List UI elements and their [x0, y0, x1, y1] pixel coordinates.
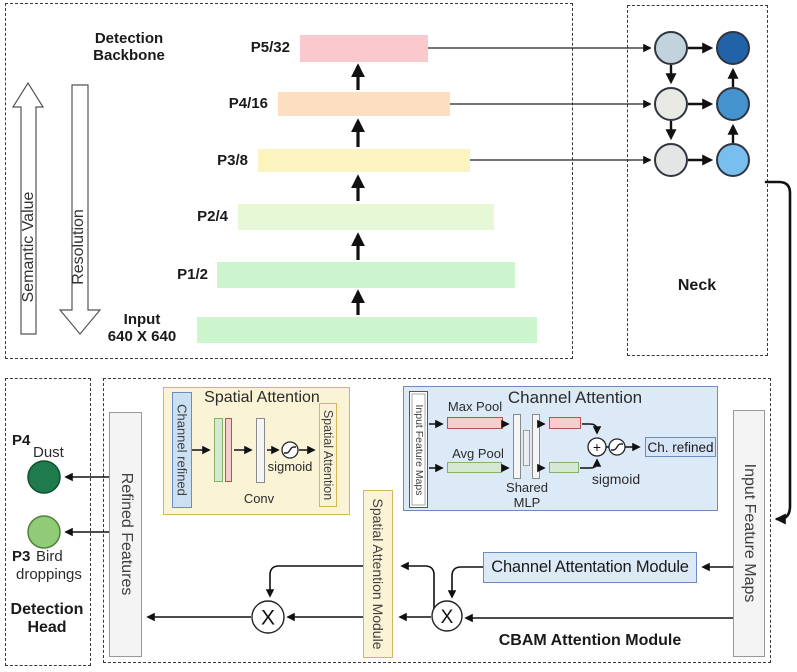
pyramid-bar-p3 [258, 149, 470, 172]
pyramid-label-p3: P3/8 [217, 152, 248, 169]
neck-node-mid-right [716, 87, 750, 121]
sigmoid-glyph-channel [611, 443, 623, 451]
pyramid-bar-p1 [217, 262, 515, 288]
detection-head-title-line2: Head [27, 618, 67, 636]
mlp-bar-mid [523, 430, 530, 466]
avg-pool-label: Avg Pool [452, 446, 504, 461]
channel-attention-module-box [483, 552, 697, 583]
resolution-arrow [58, 84, 102, 335]
spatial-conv-green-bar [214, 418, 223, 482]
detection-head-title-line1: Detection [10, 601, 84, 618]
neck-node-bot-right [716, 143, 750, 177]
neck-to-cbam-connector [764, 180, 792, 525]
backbone-title: Detection Backbone [86, 30, 172, 65]
neck-nodes [654, 31, 750, 177]
shared-mlp-label: Shared MLP [498, 480, 556, 510]
p4-dust-circle [27, 460, 61, 494]
mlp-bar-left [513, 414, 521, 479]
neck-panel [627, 5, 768, 356]
max-pool-label: Max Pool [447, 399, 503, 414]
spatial-attention-output-label: Spatial Attention [321, 409, 335, 501]
sigmoid-label-spatial: sigmoid [267, 459, 313, 474]
resolution-label: Resolution [70, 209, 87, 285]
shared-mlp-line2: MLP [513, 494, 541, 510]
multiply-glyph-right: X [441, 607, 454, 628]
sigmoid-glyph-spatial [284, 446, 296, 454]
ch-refined-label: Ch. refined [647, 440, 714, 455]
p3-label: P3 [12, 548, 31, 565]
pyramid-label-p2: P2/4 [197, 208, 228, 225]
pyramid-bar-p2 [238, 204, 494, 230]
channel-refined-bar [172, 392, 192, 508]
pyramid-bar-p4 [278, 92, 450, 116]
semantic-value-arrow [11, 81, 45, 335]
detection-head-panel [5, 378, 91, 666]
pyramid-label-p5: P5/32 [250, 39, 290, 56]
channel-input-bar [409, 391, 428, 508]
pyramid-bar-p5 [300, 35, 428, 62]
refined-features-label: Refined Features [118, 472, 135, 596]
pyramid-label-p4: P4/16 [228, 95, 268, 112]
ch-refined-box [645, 437, 716, 457]
mlp-bar-right [532, 414, 540, 479]
backbone-title-line1: Detection [94, 30, 164, 47]
neck-node-mid-left [654, 87, 688, 121]
semantic-value-label: Semantic Value [20, 191, 37, 303]
multiply-icon-right [431, 600, 463, 632]
pyramid-bar-input [197, 317, 537, 343]
input-label-line2: 640 X 640 [107, 327, 177, 345]
neck-node-bot-left [654, 143, 688, 177]
p3-class-line1: Bird [36, 548, 63, 565]
p3-class-line2: droppings [16, 566, 82, 583]
cbam-flow-lines [64, 472, 733, 623]
input-label-line1: Input [123, 311, 161, 328]
spatial-conv-bar [256, 418, 265, 483]
channel-refined-label: Channel refined [174, 404, 190, 496]
backbone-title-line2: Backbone [93, 46, 165, 64]
plus-glyph: + [593, 439, 601, 455]
neck-arrows [665, 42, 739, 166]
cbam-panel [103, 378, 771, 663]
channel-input-label: Input Feature Maps [413, 404, 425, 496]
channel-attention-module-label: Channel Attentation Module [491, 558, 689, 576]
input-feature-maps-bar [733, 410, 765, 657]
pyramid-label-p1: P1/2 [177, 266, 208, 283]
pyramid-label-input: Input 640 X 640 [95, 311, 189, 346]
shared-mlp-line1: Shared [506, 480, 548, 495]
spatial-attention-title: Spatial Attention [204, 389, 320, 406]
spatial-attention-module-bar [363, 490, 393, 658]
channel-attention-title: Channel Attention [507, 388, 643, 407]
spatial-conv-pink-bar [225, 418, 232, 482]
max-pool-out-bar [549, 417, 581, 429]
backbone-panel [5, 3, 573, 359]
spatial-attention-output-bar [319, 403, 337, 507]
avg-pool-out-bar [549, 462, 579, 473]
spatial-attention-module-label: Spatial Attention Module [370, 498, 386, 650]
sigmoid-label-channel: sigmoid [591, 471, 641, 487]
detection-head-title: Detection Head [3, 601, 91, 637]
p4-class-label: Dust [33, 444, 64, 461]
multiply-icon-left [251, 600, 285, 634]
neck-title: Neck [677, 277, 717, 294]
refined-features-bar [109, 412, 142, 657]
conv-label: Conv [243, 491, 275, 506]
neck-node-top-right [716, 31, 750, 65]
cbam-module-label: CBAM Attention Module [498, 632, 682, 649]
channel-internal-arrows [429, 419, 641, 473]
p3-bird-circle [27, 515, 61, 549]
multiply-glyph-left: X [261, 607, 275, 630]
input-feature-maps-label: Input Feature Maps [741, 463, 758, 603]
neck-node-top-left [654, 31, 688, 65]
p4-label: P4 [12, 432, 31, 449]
plus-icon [587, 437, 607, 457]
backbone-to-neck-lines [428, 43, 652, 165]
